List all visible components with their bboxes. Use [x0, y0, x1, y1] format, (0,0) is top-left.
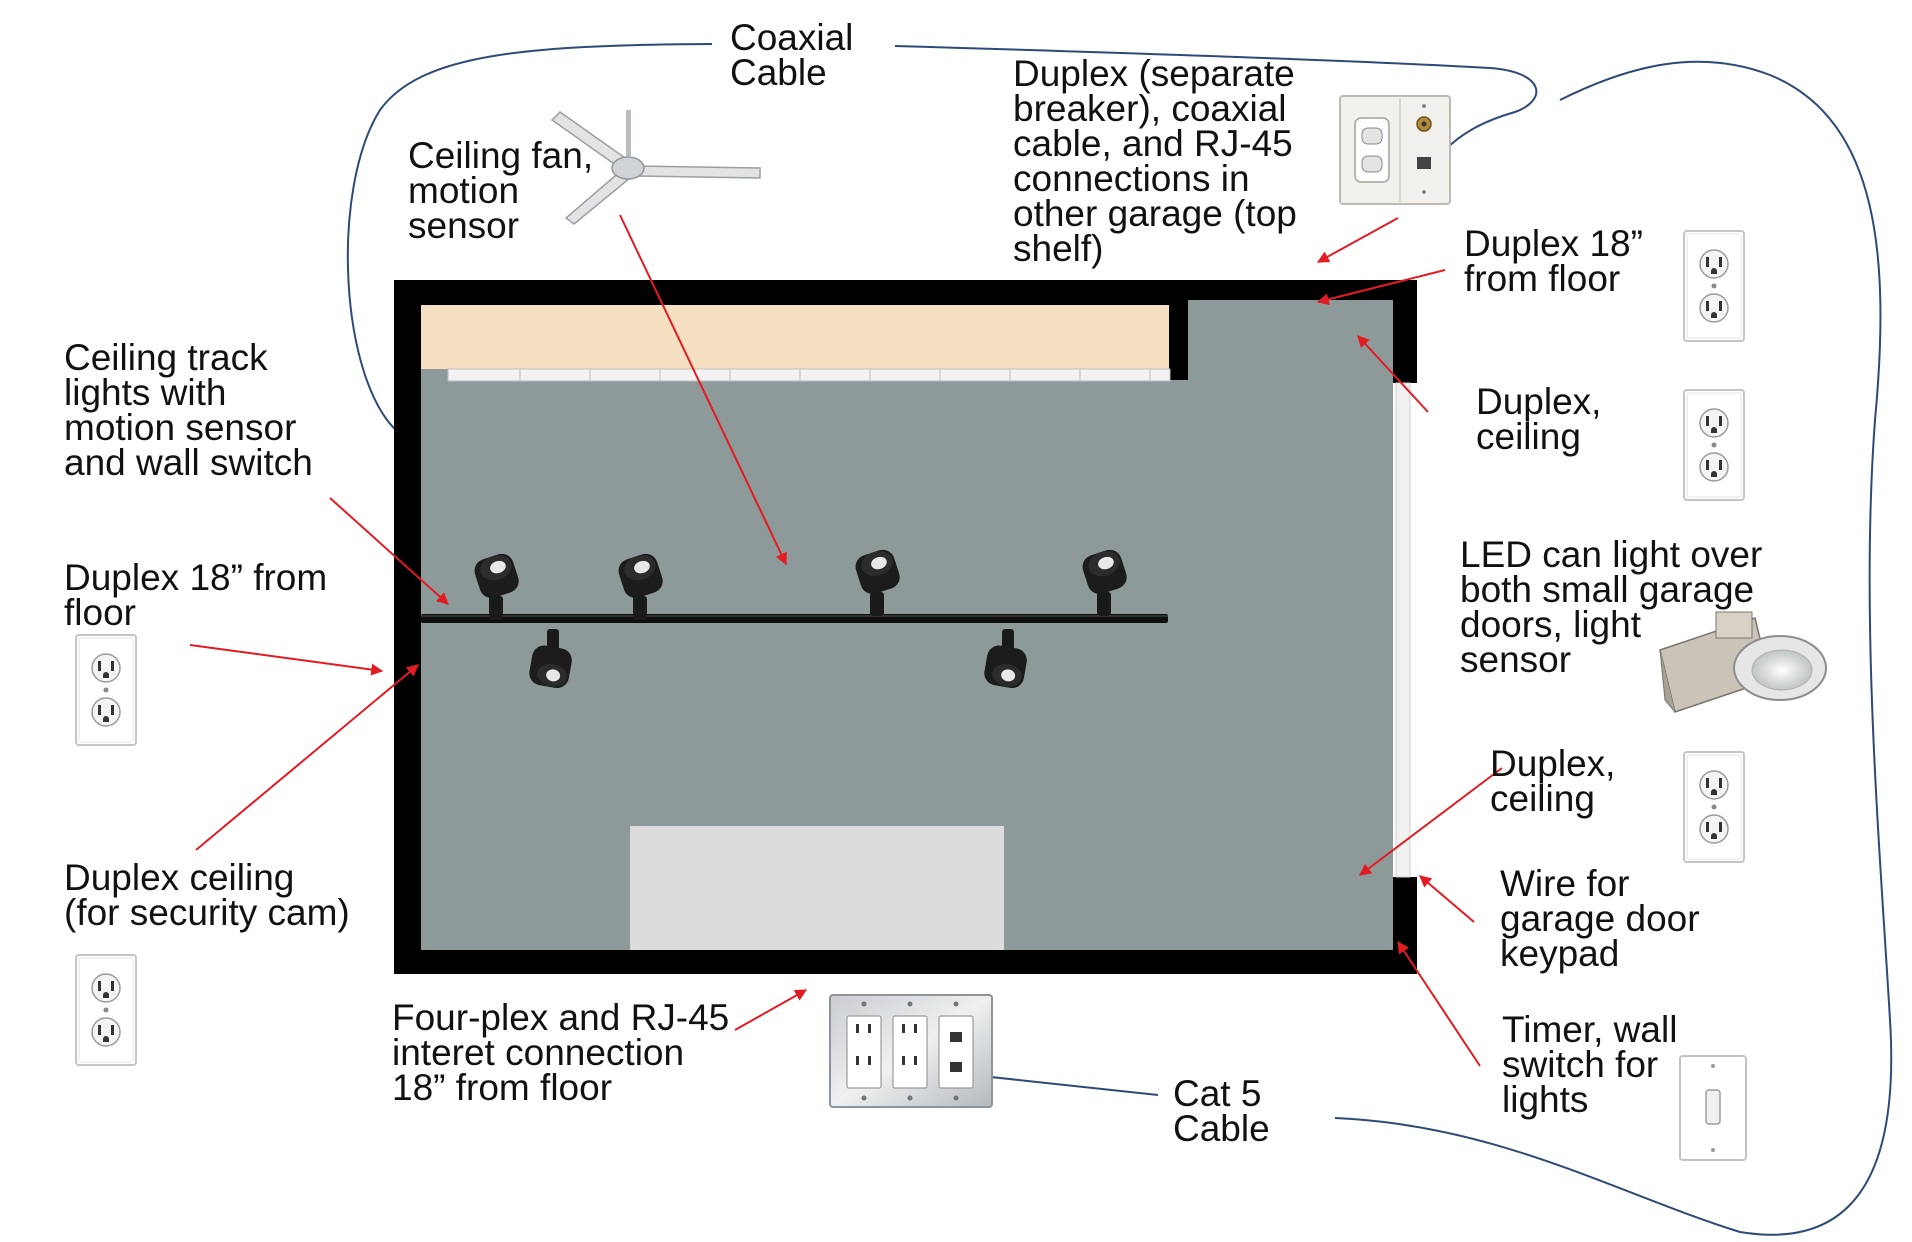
track-rail [421, 614, 1168, 623]
label-line: Cat 5 [1173, 1073, 1262, 1114]
label-line: Four-plex and RJ-45 [392, 997, 730, 1038]
label-line: keypad [1500, 933, 1620, 974]
label-coaxial-cable: Coaxial Cable [730, 17, 854, 93]
label-line: Cable [1173, 1108, 1270, 1149]
label-line: (for security cam) [64, 892, 350, 933]
label-line: lights with [64, 372, 227, 413]
label-wire-keypad: Wire for garage door keypad [1500, 863, 1700, 974]
label-line: Ceiling track [64, 337, 268, 378]
label-line: sensor [1460, 639, 1572, 680]
label-line: from floor [1464, 258, 1621, 299]
label-duplex-18-top-right: Duplex 18” from floor [1464, 223, 1643, 299]
cat5-cable-loop [1334, 60, 1893, 1236]
label-line: ceiling [1490, 778, 1595, 819]
label-line: Duplex ceiling [64, 857, 295, 898]
label-line: both small garage [1460, 569, 1755, 610]
label-line: switch for [1502, 1044, 1659, 1085]
workbench [630, 826, 1004, 950]
toggle-switch-icon [1679, 1055, 1747, 1161]
label-line: Duplex 18” [1464, 223, 1643, 264]
label-line: Duplex 18” from [64, 557, 328, 598]
fourplex-rj45-plate-icon [829, 994, 993, 1108]
label-line: and wall switch [64, 442, 313, 483]
label-line: LED can light over [1460, 534, 1763, 575]
label-line: ceiling [1476, 416, 1581, 457]
label-line: motion [408, 170, 520, 211]
label-ceiling-track-lights: Ceiling track lights with motion sensor … [64, 337, 313, 483]
label-line: Timer, wall [1502, 1009, 1678, 1050]
label-duplex-separate-breaker: Duplex (separate breaker), coaxial cable… [1013, 53, 1297, 269]
coax-rj45-outlet-plate-icon [1339, 95, 1451, 205]
label-fourplex-rj45: Four-plex and RJ-45 interet connection 1… [392, 997, 730, 1108]
label-ceiling-fan: Ceiling fan, motion sensor [408, 135, 594, 246]
led-can-light-icon [1659, 611, 1827, 713]
label-line: Wire for [1500, 863, 1630, 904]
label-line: floor [64, 592, 136, 633]
label-line: Duplex, [1476, 381, 1602, 422]
label-line: Duplex (separate [1013, 53, 1295, 94]
label-timer-wall-switch: Timer, wall switch for lights [1502, 1009, 1678, 1120]
label-line: motion sensor [64, 407, 297, 448]
callout-arrows [189, 214, 1503, 1067]
label-line: connections in [1013, 158, 1250, 199]
label-line: Cable [730, 52, 827, 93]
label-line: other garage (top [1013, 193, 1297, 234]
label-duplex-18-left: Duplex 18” from floor [64, 557, 328, 633]
label-cat5-cable: Cat 5 Cable [1173, 1073, 1270, 1149]
label-line: Coaxial [730, 17, 854, 58]
label-line: lights [1502, 1079, 1589, 1120]
label-duplex-ceiling-right-top: Duplex, ceiling [1476, 381, 1602, 457]
label-led-can-light: LED can light over both small garage doo… [1460, 534, 1763, 680]
coaxial-cable-line [346, 43, 713, 433]
label-duplex-ceiling-security: Duplex ceiling (for security cam) [64, 857, 350, 933]
cat5-cable-line [962, 1073, 1159, 1096]
coaxial-cable-line-right [894, 45, 1538, 151]
label-line: cable, and RJ-45 [1013, 123, 1293, 164]
label-line: doors, light [1460, 604, 1641, 645]
label-line: Ceiling fan, [408, 135, 594, 176]
ceiling-fan-icon [550, 110, 761, 225]
label-line: garage door [1500, 898, 1700, 939]
top-shelf [421, 305, 1169, 369]
label-duplex-ceiling-right-bottom: Duplex, ceiling [1490, 743, 1616, 819]
label-line: interet connection [392, 1032, 685, 1073]
label-line: Duplex, [1490, 743, 1616, 784]
label-line: shelf) [1013, 228, 1104, 269]
label-line: 18” from floor [392, 1067, 613, 1108]
label-line: breaker), coaxial [1013, 88, 1287, 129]
label-line: sensor [408, 205, 520, 246]
